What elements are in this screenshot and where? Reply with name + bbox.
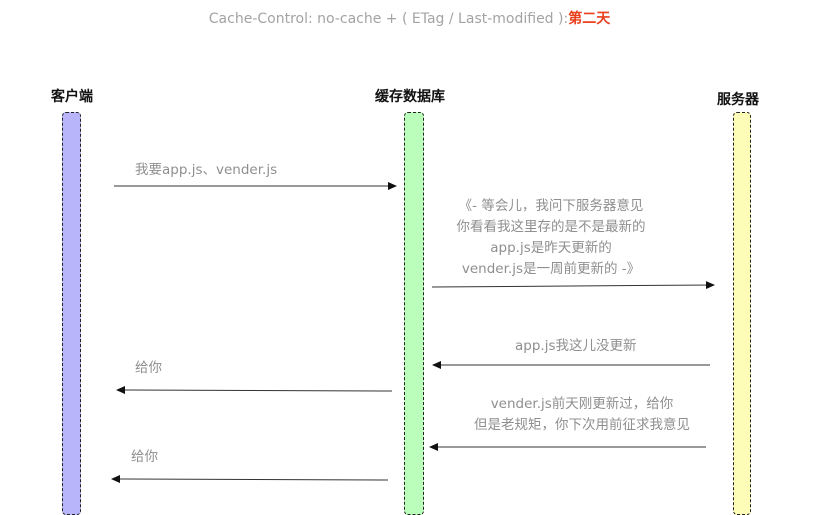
message-line: 我要app.js、vender.js <box>135 162 278 178</box>
message-give-first: 给你 <box>135 358 162 379</box>
message-ask-server: 《- 等会儿，我问下服务器意见 你看看我这里存的是不是最新的 app.js是昨天… <box>457 196 646 280</box>
message-line: vender.js是一周前更新的 -》 <box>461 261 641 277</box>
actor-cache-label: 缓存数据库 <box>375 89 445 105</box>
title-main: Cache-Control: no-cache + ( ETag / Last-… <box>208 11 569 27</box>
message-give-second: 给你 <box>131 447 158 468</box>
message-line: 你看看我这里存的是不是最新的 <box>456 219 646 235</box>
message-line: vender.js前天刚更新过，给你 <box>490 396 674 412</box>
message-line: 《- 等会儿，我问下服务器意见 <box>458 198 644 214</box>
message-app-not-updated: app.js我这儿没更新 <box>515 336 637 357</box>
message-request-files: 我要app.js、vender.js <box>135 160 277 181</box>
message-line: 给你 <box>135 360 162 376</box>
message-line: app.js我这儿没更新 <box>515 338 637 354</box>
arrow-m4 <box>116 386 393 395</box>
arrow-m2 <box>431 281 715 290</box>
actor-server-label: 服务器 <box>717 92 759 108</box>
actor-client-label: 客户端 <box>51 89 93 105</box>
message-line: 但是老规矩，你下次用前征求我意见 <box>474 417 690 433</box>
message-vender-updated: vender.js前天刚更新过，给你 但是老规矩，你下次用前征求我意见 <box>474 394 690 436</box>
diagram-title: Cache-Control: no-cache + ( ETag / Last-… <box>0 8 819 28</box>
message-line: app.js是昨天更新的 <box>490 240 612 256</box>
arrow-m6 <box>111 475 389 484</box>
title-highlight: 第二天 <box>568 11 611 27</box>
message-line: 给你 <box>131 449 158 465</box>
